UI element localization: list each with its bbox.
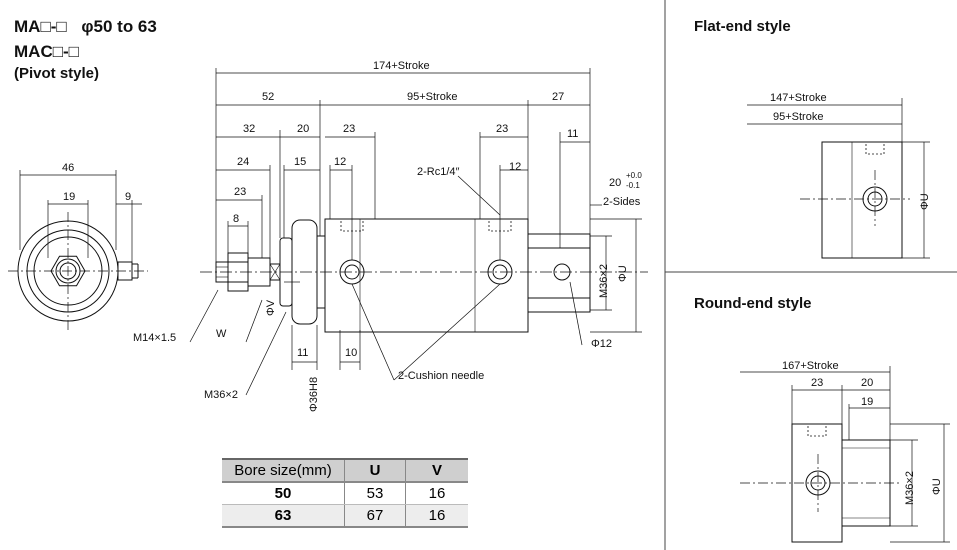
dim-27: 27 [552,91,565,103]
flat-dim-phi-u: ΦU [919,193,931,210]
round-end-view [740,366,950,543]
cell-v: 16 [405,504,468,528]
round-thread-m36: M36×2 [904,471,916,505]
dim-8: 8 [233,213,240,225]
dim-23-c: 23 [234,186,247,198]
dim-95-stroke: 95+Stroke [407,91,458,103]
dim-15: 15 [294,156,307,168]
dim-23-b: 23 [496,123,509,135]
dim-phi-v: ΦV [265,299,277,316]
dim-46: 46 [62,162,75,174]
end-view [8,170,148,332]
tol-upper: +0.0 [626,171,642,180]
cell-bore: 63 [222,504,345,528]
tol-nominal: 20 [609,177,622,189]
dim-phi-36h8: Φ36H8 [308,376,320,412]
model-title-line2: MAC□-□ [14,42,79,61]
model-title-line1: MA□-□ φ50 to 63 [14,18,157,35]
dim-11-top: 11 [567,128,579,140]
dim-9: 9 [125,191,132,203]
dim-w: W [216,328,227,340]
flat-dim-95: 95+Stroke [773,111,824,123]
dim-20-tolerance: 20 +0.0 -0.1 [609,172,642,190]
main-view [189,68,648,396]
table-row: 50 53 16 [222,482,468,505]
dim-23-a: 23 [343,123,356,135]
dim-12-a: 12 [334,156,347,168]
dim-phi-12: Φ12 [591,338,613,350]
round-dim-phi-u: ΦU [931,478,943,495]
round-dim-167: 167+Stroke [782,360,839,372]
tol-lower: -0.1 [626,181,640,190]
cushion-callout: 2-Cushion needle [398,370,485,382]
bore-size-table: Bore size(mm) U V 50 53 16 63 67 16 [222,458,468,528]
round-dim-20: 20 [861,377,874,389]
cell-u: 67 [344,504,406,528]
dim-12-b: 12 [509,161,522,173]
dim-20: 20 [297,123,310,135]
bore-range: φ50 to 63 [81,17,157,36]
dim-10: 10 [345,347,358,359]
sides-callout: 2-Sides [603,196,641,208]
round-end-heading: Round-end style [694,295,812,312]
col-header-bore: Bore size(mm) [222,458,345,483]
flat-end-view [747,98,930,259]
thread-m14: M14×1.5 [133,332,177,344]
round-dim-19: 19 [861,396,874,408]
cell-u: 53 [344,482,406,505]
dim-32: 32 [243,123,256,135]
thread-m36-front: M36×2 [204,389,238,401]
style-subtitle: (Pivot style) [14,65,100,82]
dim-52: 52 [262,91,275,103]
table-row: 63 67 16 [222,504,468,528]
flat-dim-147: 147+Stroke [770,92,827,104]
model-code: MA□-□ [14,17,67,36]
dim-24: 24 [237,156,250,168]
col-header-u: U [344,458,406,483]
dim-11-bottom: 11 [297,347,309,359]
dim-phi-u-main: ΦU [617,265,629,282]
cell-bore: 50 [222,482,345,505]
port-callout: 2-Rc1/4″ [417,166,460,178]
cell-v: 16 [405,482,468,505]
dim-overall: 174+Stroke [373,60,430,72]
dim-19: 19 [63,191,76,203]
thread-m36-rear: M36×2 [598,264,610,298]
flat-end-heading: Flat-end style [694,18,791,35]
round-dim-23: 23 [811,377,824,389]
col-header-v: V [405,458,468,483]
table-header-row: Bore size(mm) U V [222,458,468,483]
